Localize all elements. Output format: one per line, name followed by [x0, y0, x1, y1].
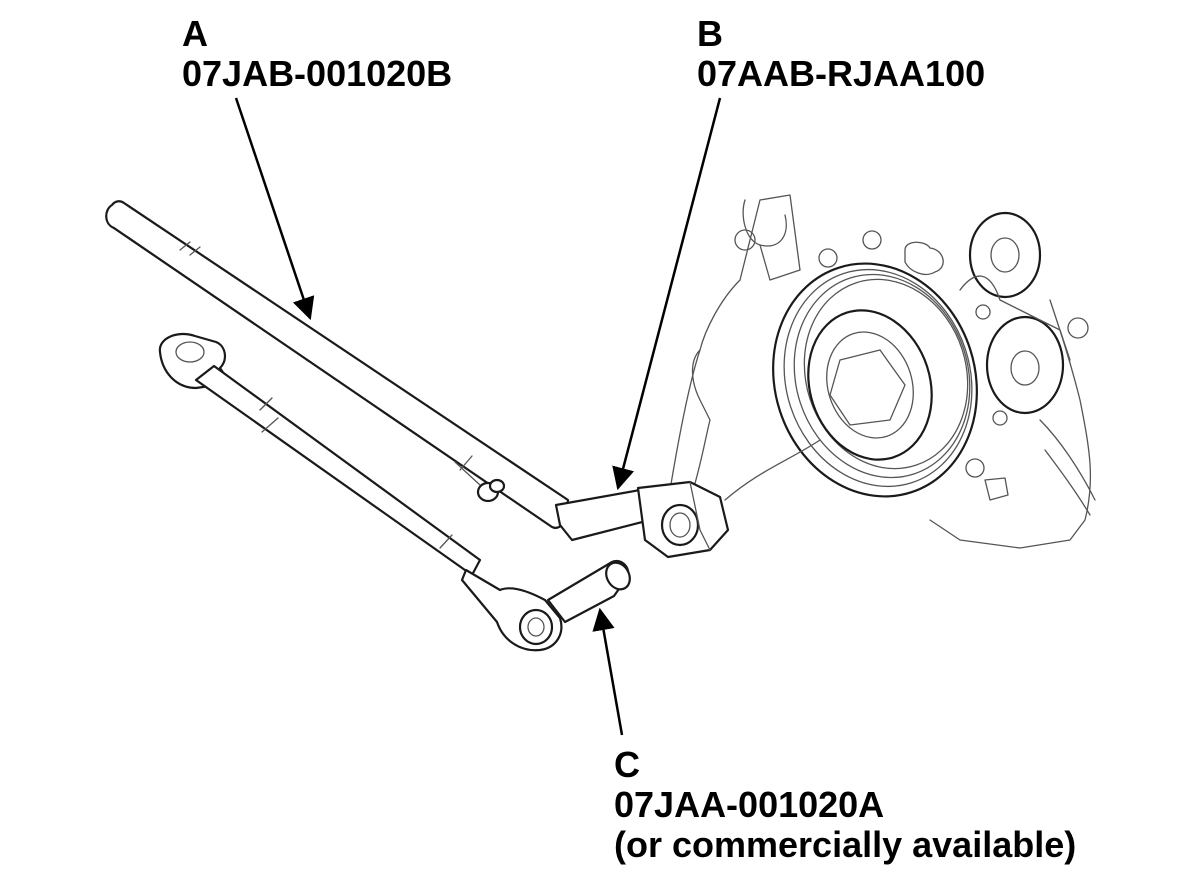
leader-arrow-c — [592, 607, 624, 736]
tool-b-holder — [554, 439, 821, 559]
callout-b-part-number: 07AAB-RJAA100 — [697, 53, 986, 94]
tool-a-handle — [105, 200, 570, 530]
callout-b: B 07AAB-RJAA100 — [697, 14, 985, 94]
tool-c-wrench — [158, 332, 631, 652]
engine-assembly — [669, 194, 1096, 549]
callout-b-letter: B — [697, 13, 723, 54]
callout-c-note: (or commercially available) — [614, 824, 1077, 865]
callout-c: C 07JAA-001020A (or commercially availab… — [614, 745, 1076, 865]
leader-arrow-a — [234, 97, 315, 321]
leader-arrow-b — [612, 97, 722, 491]
callout-a: A 07JAB-001020B — [182, 14, 452, 94]
callout-a-part-number: 07JAB-001020B — [182, 53, 453, 94]
callout-c-part-number: 07JAA-001020A — [614, 784, 885, 825]
callout-c-letter: C — [614, 744, 640, 785]
callout-a-letter: A — [182, 13, 208, 54]
